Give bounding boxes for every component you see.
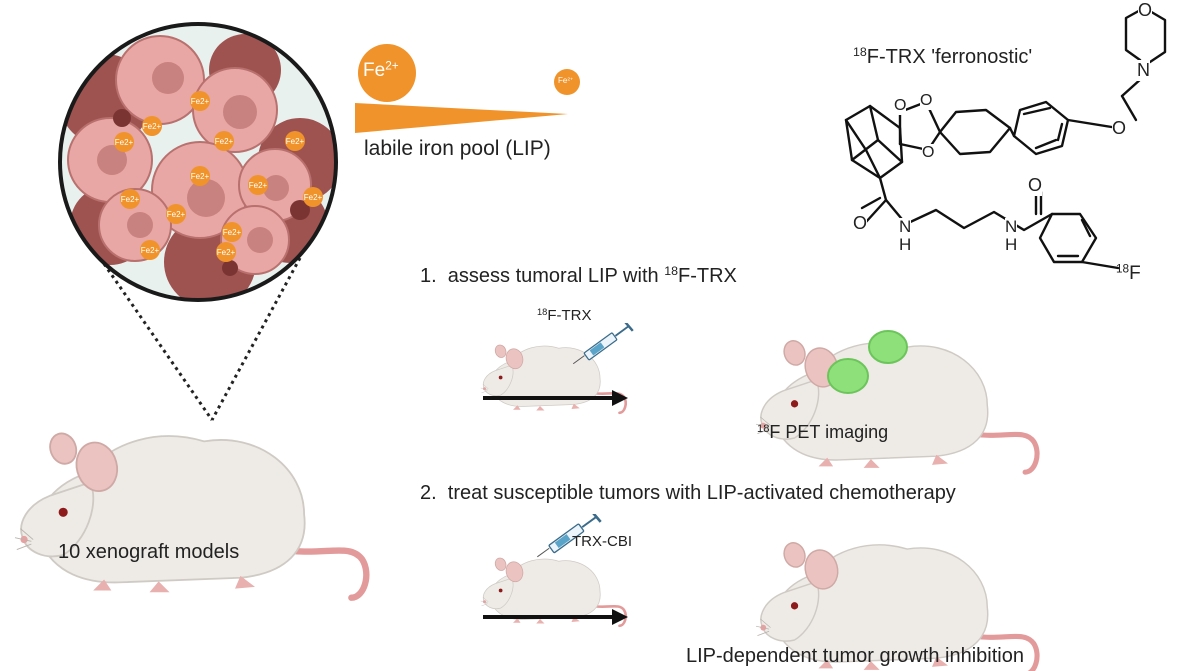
syringe-step1-icon <box>572 323 634 366</box>
small-ion-charge: 2+ <box>567 77 573 83</box>
tumor-iron-ion-label-11: Fe2+ <box>223 228 242 237</box>
atom-n-morpholine: N <box>1137 60 1150 81</box>
big-ion-symbol: Fe <box>363 60 386 81</box>
tumor-iron-ion-label-1: Fe2+ <box>191 97 210 106</box>
tumor-iron-ion-label-3: Fe2+ <box>286 137 305 146</box>
atom-o-ring: O <box>922 144 935 162</box>
large-mouse <box>15 430 366 598</box>
step2-injection-label: TRX-CBI <box>572 533 632 550</box>
probe-title: 18F-TRX 'ferronostic' <box>853 46 1032 69</box>
step1-isotope: 18 <box>664 264 678 279</box>
trx-molecule <box>844 6 1167 270</box>
tumor-iron-ion-3 <box>285 131 305 151</box>
atom-o-amide-1: O <box>853 213 868 234</box>
step1-injection-name: F-TRX <box>547 307 592 324</box>
tumor-iron-ion-4 <box>114 132 134 152</box>
step1-heading: 1. assess tumoral LIP with 18F-TRX <box>420 265 737 288</box>
atom-n-2: N <box>1005 217 1018 236</box>
atom-n-1: N <box>899 217 912 236</box>
tumor-iron-ion-5 <box>190 166 210 186</box>
small-ion-label: Fe2+ <box>558 76 573 85</box>
atom-h-1: H <box>899 235 912 254</box>
atom-o-ether: O <box>1112 118 1127 139</box>
lip-caption: labile iron pool (LIP) <box>364 137 551 160</box>
big-ion-charge: 2+ <box>385 59 399 73</box>
mouse-step1-injection <box>480 342 628 415</box>
tumor-iron-ion-6 <box>248 175 268 195</box>
tumor-iron-ion-label-12: Fe2+ <box>141 246 160 255</box>
atom-nh-2: N H <box>1005 217 1018 254</box>
tumor-iron-ion-11 <box>222 222 242 242</box>
atom-h-2: H <box>1005 235 1018 254</box>
atom-o-peroxide-2: O <box>920 92 933 110</box>
probe-name: F-TRX 'ferronostic' <box>866 46 1033 68</box>
tumor-iron-ion-7 <box>120 189 140 209</box>
pet-tumor-signal-2 <box>827 358 869 394</box>
pet-tumor-signal-1 <box>868 330 908 364</box>
step1-suffix: F-TRX <box>677 265 737 287</box>
tumor-iron-ion-label-4: Fe2+ <box>115 138 134 147</box>
arrow-step1 <box>483 390 628 406</box>
tumor-iron-ion-2 <box>142 116 162 136</box>
tumor-iron-ion-label-2: Fe2+ <box>143 122 162 131</box>
tumor-iron-ion-label-7: Fe2+ <box>121 195 140 204</box>
tumor-iron-ion-label-13: Fe2+ <box>217 248 236 257</box>
atom-o-peroxide-1: O <box>894 97 907 115</box>
tumor-iron-ion-1 <box>190 91 210 111</box>
step1-result-isotope: 18 <box>757 422 770 435</box>
tumor-iron-ions: Fe2+ Fe2+ Fe2+ Fe2+ Fe2+ Fe2+ Fe2+ Fe2+ Fe2+ Fe2+… <box>114 91 323 262</box>
big-iron-ion <box>358 44 416 102</box>
tumor-iron-ion-8 <box>303 187 323 207</box>
tumor-iron-ion-label-6: Fe2+ <box>249 181 268 190</box>
atom-f18: 18F <box>1116 263 1141 285</box>
iron-gradient-wedge <box>355 103 568 133</box>
zoom-line-right <box>210 257 302 421</box>
step1-result-name: F PET imaging <box>769 422 889 442</box>
step1-result-label: 18F PET imaging <box>757 422 888 443</box>
tumor-iron-ion-label-5: Fe2+ <box>191 172 210 181</box>
small-iron-ion <box>554 69 580 95</box>
step1-injection-label: 18F-TRX <box>537 307 592 324</box>
atom-f-isotope: 18 <box>1116 262 1130 276</box>
tumor-iron-ion-12 <box>140 240 160 260</box>
probe-isotope: 18 <box>853 45 867 60</box>
atom-o-morpholine: O <box>1138 0 1153 21</box>
xenograft-label: 10 xenograft models <box>58 541 240 563</box>
step2-result-label: LIP-dependent tumor growth inhibition <box>686 645 1024 667</box>
tumor-iron-ion-label-9: Fe2+ <box>215 137 234 146</box>
big-ion-label: Fe2+ <box>363 60 399 82</box>
tumor-iron-ion-label-8: Fe2+ <box>304 193 323 202</box>
step2-heading: 2. treat susceptible tumors with LIP-act… <box>420 482 956 504</box>
zoom-line-left <box>98 257 214 421</box>
tumor-iron-ion-10 <box>166 204 186 224</box>
tumor-iron-ion-13 <box>216 242 236 262</box>
atom-f: F <box>1129 263 1141 284</box>
atom-nh-1: N H <box>899 217 912 254</box>
tumor-iron-ion-9 <box>214 131 234 151</box>
arrow-step2 <box>483 609 628 625</box>
tumor-zoom-circle <box>58 22 338 302</box>
atom-o-amide-2: O <box>1028 175 1043 196</box>
step1-injection-isotope: 18 <box>537 306 548 317</box>
tumor-iron-ion-label-10: Fe2+ <box>167 210 186 219</box>
step1-prefix: 1. assess tumoral LIP with <box>420 265 665 287</box>
small-ion-symbol: Fe <box>558 76 568 85</box>
